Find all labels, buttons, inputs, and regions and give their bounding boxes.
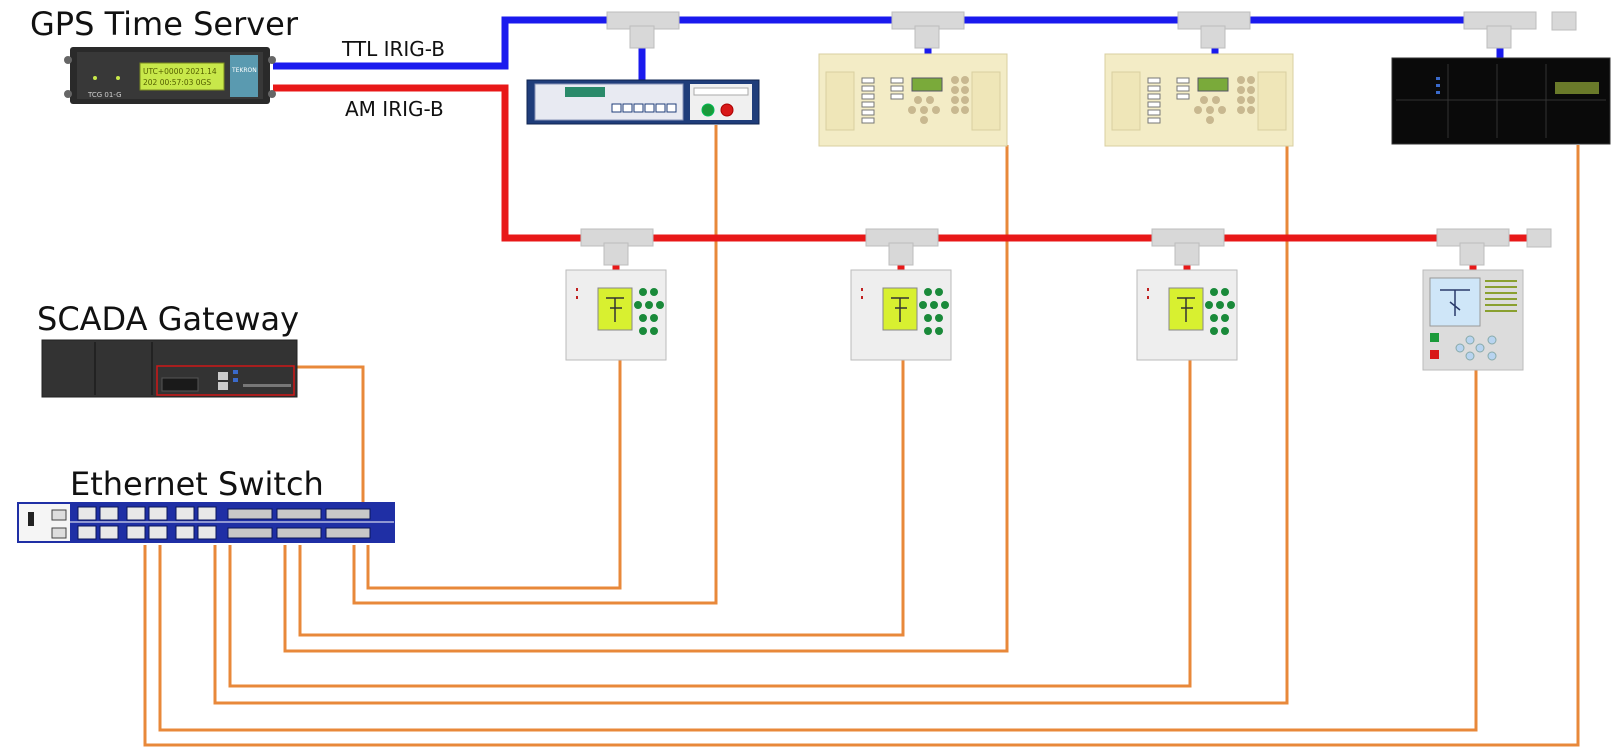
relay-am-4 [1422,269,1524,371]
switch-sfp-port [325,508,371,520]
gps-brand-text: TEKRON [231,67,257,74]
gps-time-server: UTC+0000 2021.14 202 00:57:03 0GS TEKRON… [64,47,276,104]
relay-ttl-2 [1104,53,1294,147]
switch-port [99,525,119,540]
switch-port [175,525,195,540]
relay-am-1 [565,269,667,361]
switch-port [148,525,168,540]
tee-connector [1436,228,1510,266]
relay-am-2 [850,269,952,361]
t-connectors [580,11,1577,266]
black-relay [1391,57,1611,145]
scada-gateway-label: SCADA Gateway [37,300,299,338]
red-button-icon [720,103,734,117]
switch-sfp-port [227,508,273,520]
tee-connector [1151,228,1225,266]
switch-port [126,525,146,540]
ethernet-switch-label: Ethernet Switch [70,465,324,503]
tee-connector [1463,11,1537,49]
bus-terminator [1526,228,1552,248]
ethernet-cable-rack-device [352,125,718,605]
relay-am-3 [1136,269,1238,361]
tee-connector [580,228,654,266]
ethernet-cable-scada [290,365,365,510]
ethernet-cable-relay-am-2 [298,360,905,637]
switch-port [77,525,97,540]
ethernet-cable-relay-am-1 [366,360,622,590]
ethernet-cable-relay-ttl-1 [283,145,1009,653]
gps-display-line1: UTC+0000 2021.14 [143,67,217,76]
switch-port [126,506,146,521]
switch-sfp-port [227,527,273,539]
am-irig-b-label: AM IRIG-B [345,97,444,121]
tee-connector [891,11,965,49]
tee-connector [1177,11,1251,49]
tee-connector [865,228,939,266]
switch-port [99,506,119,521]
switch-sfp-port [276,508,322,520]
ethernet-cable-relay-am-4 [158,370,1478,732]
scada-gateway [41,339,298,398]
bus-terminator [1551,11,1577,31]
ethernet-cable-relay-ttl-2 [213,145,1289,705]
switch-ports [77,506,371,540]
green-button-icon [701,103,715,117]
switch-sfp-port [325,527,371,539]
tee-connector [606,11,680,49]
ethernet-cable-black-relay [143,145,1580,747]
switch-port [148,506,168,521]
switch-port [197,525,217,540]
ethernet-switch [17,502,395,543]
gps-time-server-label: GPS Time Server [30,5,299,43]
ttl-irig-b-label: TTL IRIG-B [341,37,445,61]
rack-device [526,79,760,125]
gps-brand-panel [230,55,258,97]
gps-lcd-display [139,62,225,91]
switch-sfp-port [276,527,322,539]
switch-port [77,506,97,521]
relay-ttl-1 [818,53,1008,147]
ethernet-cables [143,125,1580,747]
ethernet-cable-relay-am-3 [228,360,1192,688]
gps-display-line2: 202 00:57:03 0GS [143,78,211,87]
switch-port [175,506,195,521]
gps-model-text: TCG 01-G [87,91,122,99]
switch-port [197,506,217,521]
